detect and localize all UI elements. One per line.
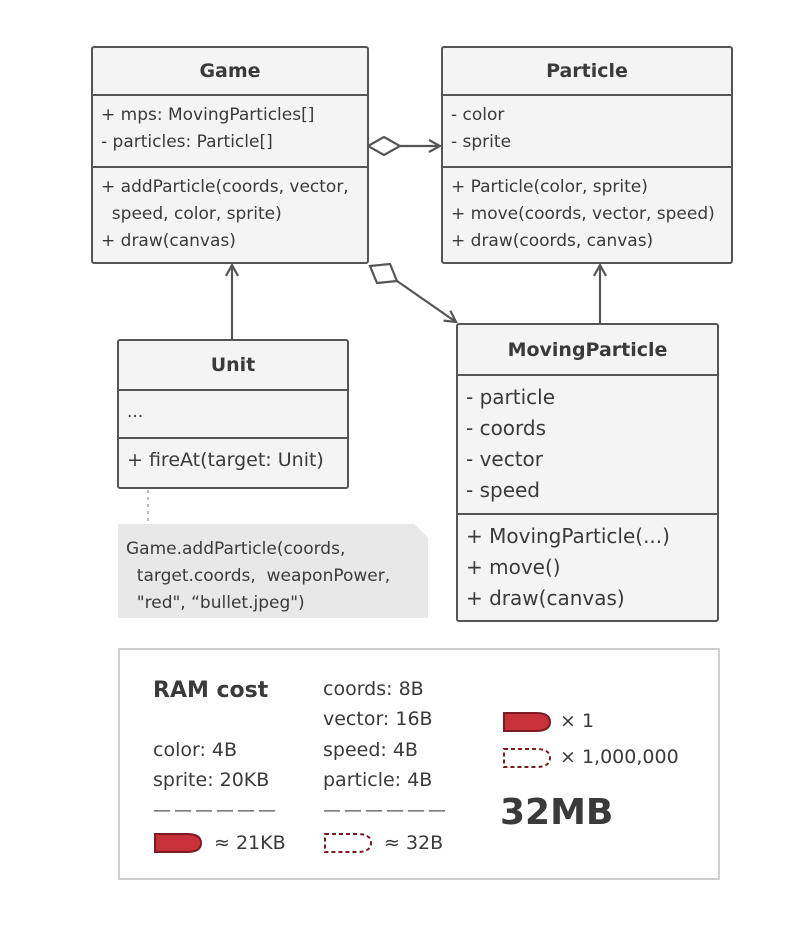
class-particle-methods: + Particle(color, sprite) + move(coords,… [443, 168, 731, 259]
bullet-dashed-icon [324, 833, 373, 853]
class-moving-particle-title: MovingParticle [458, 325, 717, 376]
field: ... [127, 402, 144, 422]
ram-total-moving-particle: ≈ 32B [384, 832, 444, 854]
class-game-methods: + addParticle(coords, vector, speed, col… [93, 168, 367, 259]
method: + MovingParticle(...) [466, 524, 670, 548]
class-particle-fields: - color - sprite [443, 96, 731, 168]
field: - speed [466, 478, 540, 502]
note-line: Game.addParticle(coords, [126, 539, 346, 559]
method: + draw(canvas) [466, 586, 625, 610]
method: + move() [466, 555, 561, 579]
ram-cost-panel: RAM cost color: 4B sprite: 20KB —————— ≈… [118, 648, 720, 880]
class-game-fields: + mps: MovingParticles[] - particles: Pa… [93, 96, 367, 168]
ram-item: particle: 4B [323, 769, 433, 791]
count-solid: × 1 [560, 710, 595, 732]
count-dashed: × 1,000,000 [560, 746, 679, 768]
method: speed, color, sprite) [101, 204, 282, 224]
field: - sprite [451, 132, 512, 152]
bullet-dashed-icon [503, 748, 552, 768]
class-particle-title: Particle [443, 48, 731, 96]
method: + move(coords, vector, speed) [451, 204, 715, 224]
ram-item: vector: 16B [323, 708, 433, 730]
class-game[interactable]: Game + mps: MovingParticles[] - particle… [91, 46, 369, 264]
separator: —————— [323, 800, 449, 821]
method: + Particle(color, sprite) [451, 177, 648, 197]
class-unit-title: Unit [119, 341, 347, 391]
code-note: Game.addParticle(coords, target.coords, … [118, 524, 428, 618]
ram-cost-title: RAM cost [153, 678, 269, 703]
class-unit[interactable]: Unit ... + fireAt(target: Unit) [117, 339, 349, 489]
note-line: target.coords, weaponPower, [126, 566, 391, 586]
method: + addParticle(coords, vector, [101, 177, 349, 197]
field: - color [451, 105, 505, 125]
bullet-solid-icon [503, 712, 552, 732]
class-moving-particle-methods: + MovingParticle(...) + move() + draw(ca… [458, 515, 717, 618]
field: - vector [466, 447, 544, 471]
class-unit-fields: ... [119, 391, 347, 439]
bullet-solid-icon [154, 833, 203, 853]
separator: —————— [153, 800, 279, 821]
method: + fireAt(target: Unit) [127, 449, 324, 471]
field: + mps: MovingParticles[] [101, 105, 315, 125]
field: - coords [466, 416, 547, 440]
class-particle[interactable]: Particle - color - sprite + Particle(col… [441, 46, 733, 264]
note-line: "red", “bullet.jpeg") [126, 593, 305, 613]
ram-item: sprite: 20KB [153, 769, 270, 791]
ram-total: 32MB [500, 792, 614, 833]
field: - particles: Particle[] [101, 132, 273, 152]
ram-item: color: 4B [153, 739, 238, 761]
game-particle-aggregation [365, 135, 440, 157]
class-moving-particle[interactable]: MovingParticle - particle - coords - vec… [456, 323, 719, 622]
class-unit-methods: + fireAt(target: Unit) [119, 439, 347, 478]
ram-item: coords: 8B [323, 678, 424, 700]
ram-total-particle: ≈ 21KB [214, 832, 286, 854]
method: + draw(canvas) [101, 231, 236, 251]
method: + draw(coords, canvas) [451, 231, 654, 251]
field: - particle [466, 385, 556, 409]
class-moving-particle-fields: - particle - coords - vector - speed [458, 376, 717, 515]
game-movingparticle-aggregation [368, 262, 456, 322]
ram-item: speed: 4B [323, 739, 418, 761]
class-game-title: Game [93, 48, 367, 96]
